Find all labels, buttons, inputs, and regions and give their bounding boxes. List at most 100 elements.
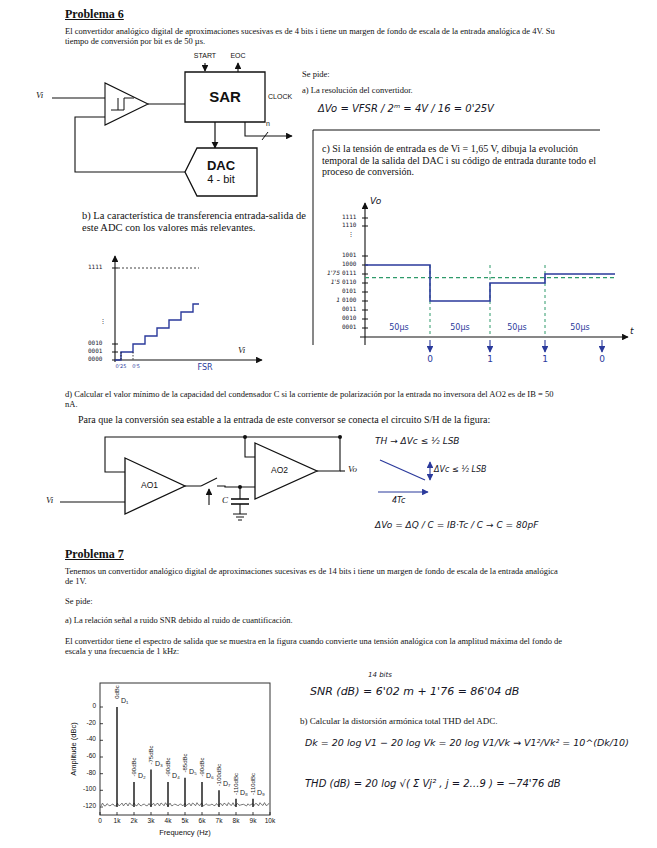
signal-label: Vi [46, 496, 53, 505]
signal-label: 9k [250, 818, 257, 825]
peak-label: D₈ [240, 789, 248, 796]
peak-label: D₃ [155, 760, 163, 767]
opamp-symbol: AO1 [125, 458, 185, 514]
tick [100, 723, 103, 724]
signal-label: -120 [83, 803, 96, 810]
harmonic-bar [201, 782, 202, 807]
signal-label: 6k [199, 818, 206, 825]
node-text-box: DAC4 - bit [185, 148, 257, 196]
handwritten-note: 1 [542, 355, 548, 364]
tick [219, 812, 220, 815]
register-box: SAR [185, 72, 265, 122]
harmonic-bar [167, 782, 168, 807]
opamp-symbol: AO2 [255, 443, 317, 499]
problem-text: El convertidor analógico digital de apro… [65, 27, 560, 47]
opamp-triangle [255, 443, 317, 499]
signal-label: CLOCK [268, 93, 292, 100]
peak-label: D₂ [138, 772, 146, 779]
code-label: 1111 [342, 214, 356, 220]
tick [100, 807, 103, 808]
hysteresis-symbol [111, 98, 134, 110]
harmonic-bar [184, 778, 185, 807]
tick [100, 757, 103, 758]
signal-label: Frequency (Hz) [159, 829, 211, 837]
handwritten-note: 1 [487, 355, 493, 364]
tick [362, 218, 368, 219]
harmonic-bar [235, 799, 236, 807]
code-label: 1001 [342, 252, 356, 258]
axis [112, 359, 262, 360]
tick [185, 812, 186, 815]
tick [117, 812, 118, 815]
guide-line [133, 352, 134, 360]
time-arrow [378, 491, 428, 492]
code-label: 0100 [342, 297, 356, 303]
handwritten-note: 0 [599, 355, 605, 364]
wire [239, 504, 240, 514]
peak-label: D₁ [121, 697, 128, 704]
harmonic-bar [252, 799, 253, 807]
peak-label: D₆ [206, 772, 214, 779]
harmonic-bar [218, 790, 219, 807]
tick [362, 310, 368, 311]
peak-label: -75dBc [148, 745, 154, 764]
eoc-arrow [237, 63, 238, 72]
signal-label: Amplitude (dBc) [70, 722, 78, 775]
signal-label: -60 [87, 753, 96, 760]
code-label: 0110 [342, 279, 356, 285]
harmonic-bar [133, 782, 134, 807]
signal-label: 10k [265, 818, 275, 825]
peak-label: D₉ [257, 789, 265, 796]
handwritten-note: THD (dB) = 20 log √( Σ Vj² , j = 2…9 ) =… [305, 778, 561, 790]
tick [362, 256, 368, 257]
problem-text: b) La característica de transferencia en… [82, 210, 310, 234]
signal-label: 8k [233, 818, 240, 825]
bit-arrow [601, 340, 602, 352]
handwritten-note: Dk = 20 log V1 − 20 log Vk = 20 log V1/V… [305, 738, 650, 749]
wire [52, 97, 105, 98]
tick [202, 812, 203, 815]
handwritten-note: 50µs [389, 324, 408, 332]
guide-line [118, 268, 199, 269]
handwritten-note: 14 bits [368, 671, 392, 679]
tick [253, 812, 254, 815]
peak-label: -90dBc [199, 757, 205, 776]
tick [168, 812, 169, 815]
signal-label: Vo [348, 465, 357, 474]
code-label: 0111 [342, 270, 356, 276]
tick [112, 352, 118, 353]
tick [362, 292, 368, 293]
droop-arrow [429, 462, 430, 480]
connector [185, 486, 255, 487]
handwritten-note: 4Tc [392, 496, 405, 505]
guide-line [121, 352, 122, 360]
wire [245, 437, 255, 457]
axis [114, 256, 115, 362]
signal-label: START [194, 52, 216, 59]
peak-label: -110dBc [250, 773, 256, 795]
signal-label: Vi [36, 91, 43, 100]
code-label: 0010 [342, 315, 356, 321]
handwritten-note: 1 [336, 297, 340, 304]
tick [362, 319, 368, 320]
harmonic-bar [150, 770, 151, 808]
peak-label: -90dBc [165, 757, 171, 776]
handwritten-note: TH → ΔVc ≤ ½ LSB [375, 436, 460, 446]
handwritten-note: Vo [370, 196, 381, 206]
peak-label: 0dBc [114, 685, 120, 699]
tick [362, 328, 368, 329]
handwritten-note: 50µs [507, 324, 526, 332]
code-label: 0001 [88, 348, 102, 354]
code-label: 0010 [88, 340, 102, 346]
tick [100, 790, 103, 791]
signal-label: Vi [238, 346, 245, 355]
peak-label: D₄ [172, 772, 180, 779]
problem-text: b) Calcular la distorsión armónica total… [300, 716, 498, 726]
handwritten-note: ΔVc ≤ ½ LSB [434, 465, 486, 474]
handwritten-note: 50µs [450, 324, 469, 332]
problem-text: a) La relación señal a ruido SNR debido … [65, 616, 293, 626]
node-text: 4 - bit [207, 173, 235, 185]
node-text-box: AO1 [125, 458, 185, 514]
tick [362, 226, 368, 227]
